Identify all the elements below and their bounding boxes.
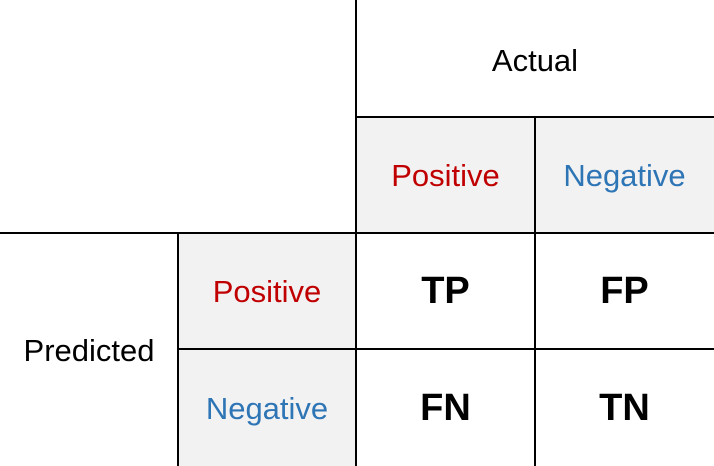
true-positive-cell: TP xyxy=(421,270,470,312)
actual-positive-header-background xyxy=(356,117,535,233)
actual-negative-header: Negative xyxy=(563,157,686,193)
actual-negative-header-background xyxy=(535,117,714,233)
predicted-negative-header: Negative xyxy=(205,390,329,426)
false-negative-cell: FN xyxy=(420,387,471,429)
actual-axis-title: Actual xyxy=(491,42,579,78)
grid-line-horizontal-row-divider xyxy=(177,348,714,350)
predicted-positive-header-background xyxy=(178,233,356,349)
predicted-negative-header-background xyxy=(178,349,356,466)
true-negative-cell: TN xyxy=(599,387,650,429)
false-positive-cell: FP xyxy=(600,270,649,312)
grid-line-vertical-column-divider xyxy=(534,117,536,466)
grid-line-horizontal-main xyxy=(0,232,714,234)
grid-line-horizontal-actual xyxy=(355,116,714,118)
predicted-axis-title: Predicted xyxy=(23,332,155,368)
predicted-positive-header: Positive xyxy=(212,273,322,309)
actual-positive-header: Positive xyxy=(391,157,500,193)
